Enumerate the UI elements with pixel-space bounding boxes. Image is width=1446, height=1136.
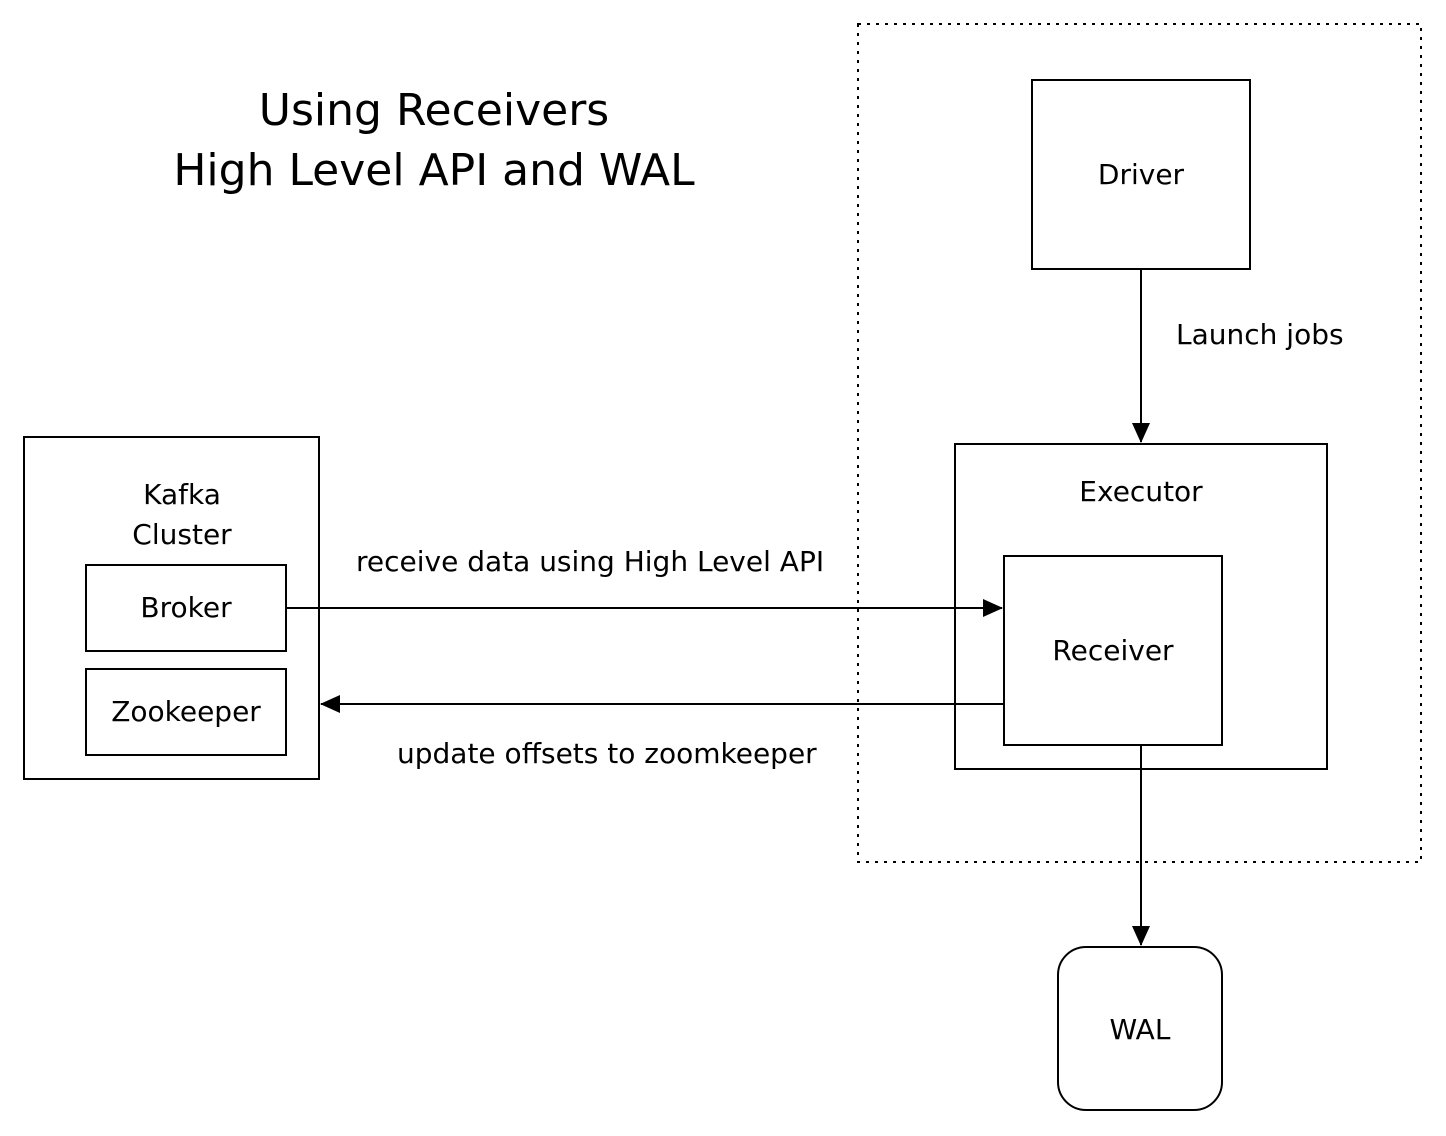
kafka-cluster-label-line2: Cluster	[132, 518, 232, 551]
launch-jobs-label: Launch jobs	[1176, 318, 1344, 351]
broker-box	[85, 564, 287, 652]
receiver-label: Receiver	[1052, 634, 1174, 667]
driver-box	[1031, 79, 1251, 270]
diagram-title-line1: Using Receivers	[259, 85, 609, 136]
wal-label: WAL	[1110, 1013, 1171, 1046]
spark-cluster-boundary	[857, 23, 1422, 863]
receive-data-label: receive data using High Level API	[356, 545, 824, 578]
zookeeper-box	[85, 668, 287, 756]
driver-label: Driver	[1098, 158, 1185, 191]
kafka-cluster-label-line1: Kafka	[143, 478, 221, 511]
wal-box	[1057, 946, 1223, 1111]
update-offsets-label: update offsets to zoomkeeper	[397, 737, 817, 770]
zookeeper-label: Zookeeper	[111, 695, 261, 728]
broker-label: Broker	[140, 591, 232, 624]
executor-label: Executor	[1079, 475, 1203, 508]
diagram-title-line2: High Level API and WAL	[173, 145, 695, 196]
receiver-box	[1003, 555, 1223, 746]
